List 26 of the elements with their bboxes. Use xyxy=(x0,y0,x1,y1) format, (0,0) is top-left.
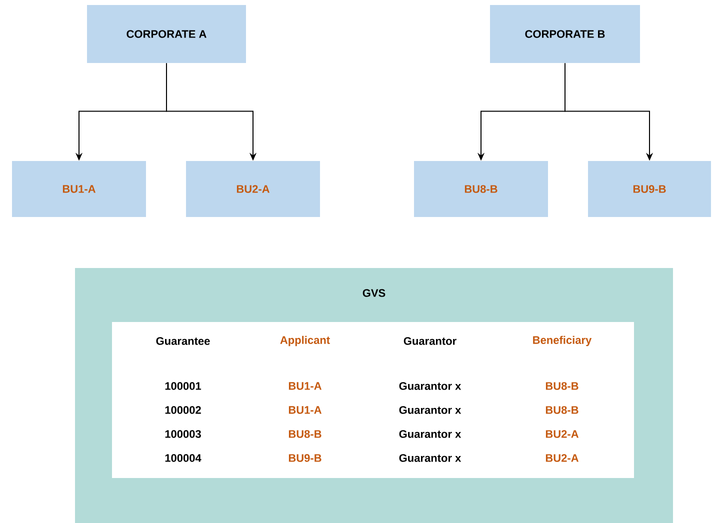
table-text: BU8-B xyxy=(288,430,322,438)
column-header: Guarantee xyxy=(156,337,210,345)
org-box: CORPORATE B xyxy=(490,5,640,63)
org-box: CORPORATE A xyxy=(87,5,246,63)
table-text: 100004 xyxy=(165,454,202,462)
org-box: BU1-A xyxy=(12,161,146,217)
table-text: BU2-A xyxy=(546,454,579,462)
table-text: 100002 xyxy=(165,406,201,414)
table-text: BU8-B xyxy=(546,406,578,414)
table-text: BU1-A xyxy=(288,406,322,414)
column-header: Applicant xyxy=(280,336,330,346)
table-text: BU9-B xyxy=(288,454,322,462)
org-box: BU9-B xyxy=(588,161,711,217)
org-box: BU8-B xyxy=(414,161,548,217)
table-text: 100003 xyxy=(165,430,201,438)
table-text: BU8-B xyxy=(546,382,578,390)
table-text: BU1-A xyxy=(288,382,322,390)
column-header: Guarantor xyxy=(404,337,456,345)
table-text: Guarantor x xyxy=(399,430,462,438)
org-box: BU2-A xyxy=(186,161,320,217)
table-text: BU2-A xyxy=(546,430,579,438)
table-text: Guarantor x xyxy=(399,382,462,390)
table-text: Guarantor x xyxy=(399,406,462,414)
column-header: Beneficiary xyxy=(533,336,592,346)
table-text: Guarantor x xyxy=(399,454,462,462)
table-text: 100001 xyxy=(165,382,202,390)
